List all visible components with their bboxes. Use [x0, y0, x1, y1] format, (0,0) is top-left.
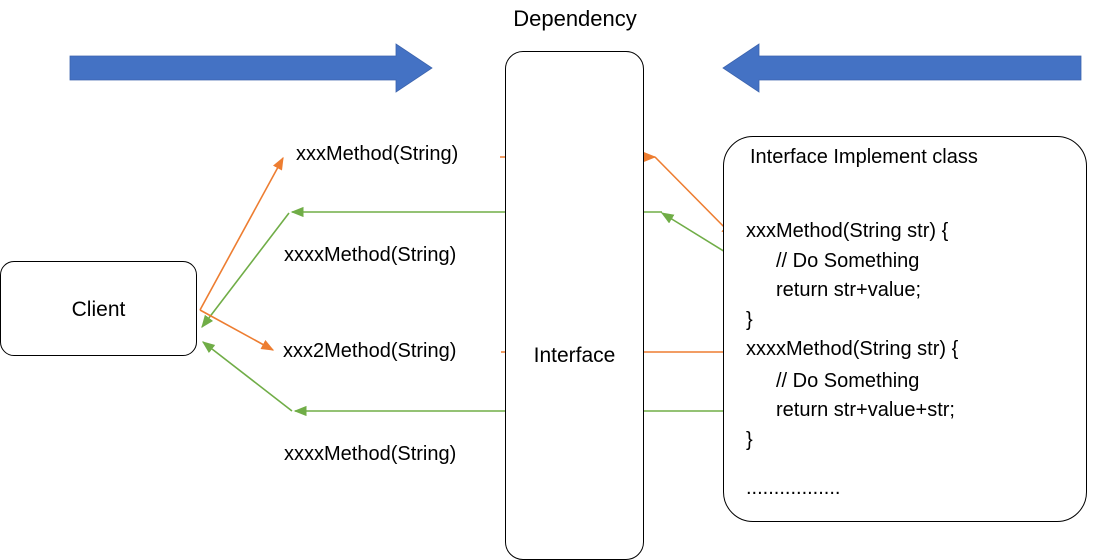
implementation-ellipsis: ................. [746, 477, 841, 499]
method-label-3: xxx2Method(String) [283, 340, 457, 362]
implementation-node[interactable] [723, 136, 1087, 522]
method-label-1: xxxMethod(String) [296, 143, 459, 165]
client-label: Client [71, 298, 126, 321]
implementation-code-line: } [746, 309, 753, 331]
client-node[interactable]: Client [0, 261, 197, 356]
method-label-2: xxxxMethod(String) [284, 244, 457, 266]
method-label-4: xxxxMethod(String) [284, 443, 457, 465]
dependency-title: Dependency [513, 6, 637, 31]
implementation-code-line: return str+value; [776, 279, 922, 301]
interface-node[interactable]: Interface [505, 51, 644, 560]
implementation-code-line: xxxMethod(String str) { [746, 220, 949, 242]
right-to-left-dependency-arrow [722, 43, 1082, 93]
return-arrow-1-to-client [201, 212, 290, 329]
call-arrow-2 [199, 309, 275, 351]
call-arrow-1 [199, 156, 284, 311]
interface-label: Interface [533, 344, 616, 367]
implementation-title: Interface Implement class [750, 146, 978, 168]
implementation-code-line: // Do Something [776, 370, 920, 392]
call-arrow-1-into-impl [654, 156, 734, 237]
return-arrow-2-to-client [201, 341, 293, 412]
left-to-right-dependency-arrow [69, 43, 433, 93]
implementation-code-line: return str+value+str; [776, 399, 955, 421]
implementation-code-line: } [746, 429, 753, 451]
implementation-code-line: // Do Something [776, 250, 920, 272]
implementation-code-line: xxxxMethod(String str) { [746, 338, 959, 360]
